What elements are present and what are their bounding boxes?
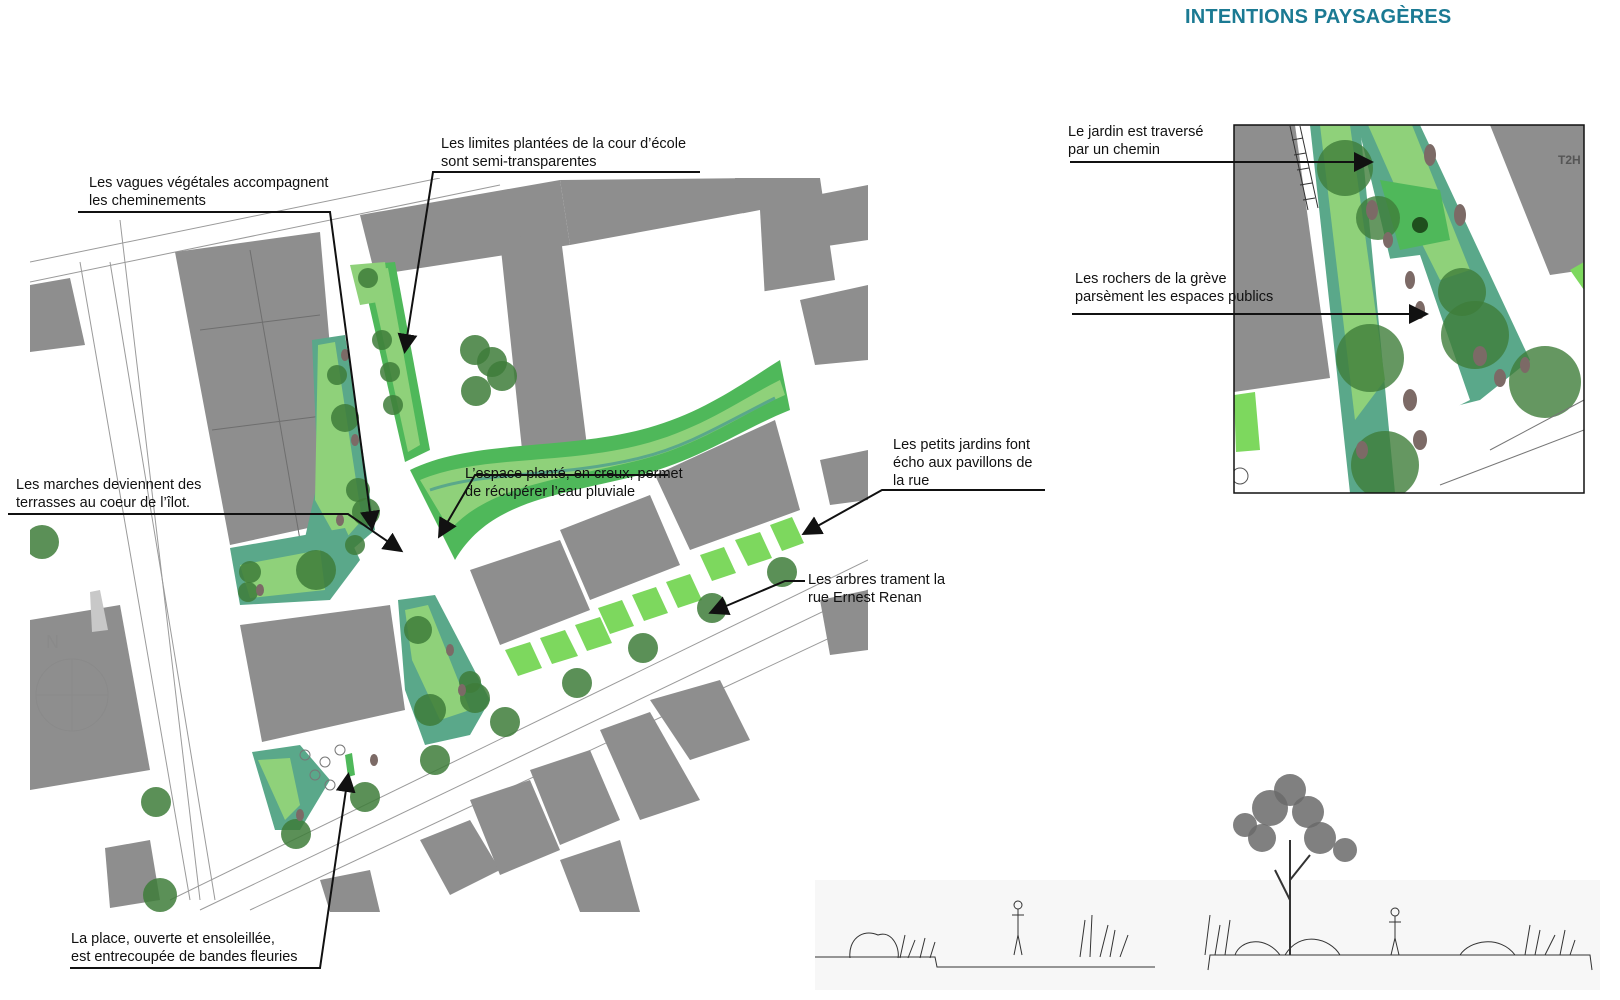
sketch-tree-canopy [1233, 774, 1357, 862]
detail-frame [1233, 124, 1585, 494]
label-espace-plante: L’espace planté, en creux, permet de réc… [465, 466, 683, 500]
detail-plan [1234, 125, 1584, 493]
place-furniture [299, 744, 346, 791]
label-vagues-vegetales: Les vagues végétales accompagnent les ch… [89, 175, 329, 209]
rocks [256, 349, 466, 821]
school-buildings [360, 178, 868, 478]
rainwater-bed [410, 360, 790, 560]
residential-block-left [175, 232, 405, 742]
label-limites-plantees: Les limites plantées de la cour d’école … [441, 136, 687, 170]
school-limit-planting [350, 262, 430, 462]
label-rochers-greve: Les rochers de la grève parsèment les es… [1075, 271, 1274, 305]
person-figure [1389, 907, 1401, 956]
school-yard [580, 210, 770, 410]
leader-lines [8, 152, 1429, 969]
row-house-gardens [505, 517, 804, 676]
trees [30, 268, 797, 912]
label-marches-terrasses: Les marches deviennent des terrasses au … [16, 477, 202, 511]
detail-building-tag: T2H [1558, 153, 1581, 167]
person-figure [1012, 900, 1024, 956]
north-label: N [46, 632, 59, 652]
detail-small-tree [1412, 217, 1428, 233]
main-plan: N [30, 178, 868, 912]
stairs [1289, 125, 1319, 211]
flower-strip [345, 753, 355, 777]
north-arrow [35, 658, 109, 732]
label-place-ouverte: La place, ouverte et ensoleillée, est en… [71, 931, 298, 965]
label-arbres-trament: Les arbres trament la rue Ernest Renan [808, 572, 946, 606]
label-jardin-traverse: Le jardin est traversé par un chemin [1068, 124, 1204, 158]
section-sketch [815, 840, 1600, 990]
label-petits-jardins: Les petits jardins font écho aux pavillo… [893, 437, 1033, 489]
row-houses [470, 420, 800, 645]
page-title: INTENTIONS PAYSAGÈRES [1185, 6, 1452, 28]
street-buildings-south [320, 285, 868, 912]
